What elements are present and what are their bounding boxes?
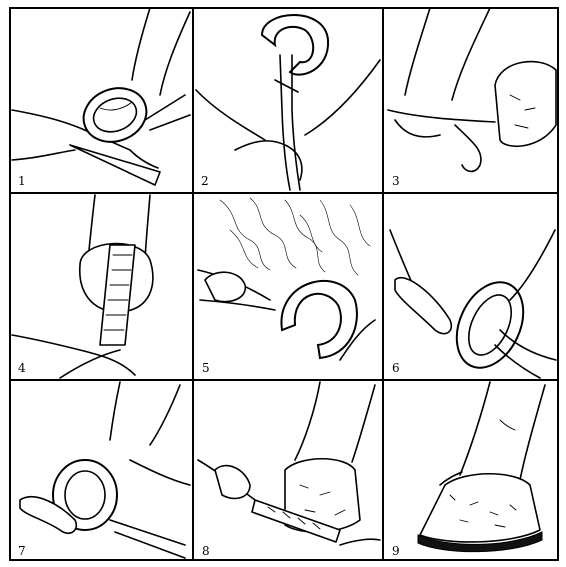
panel-9: 9 <box>383 380 558 560</box>
panel-8-number: 8 <box>202 544 210 558</box>
panel-9-number: 9 <box>392 544 400 558</box>
rasp-sole-icon <box>12 195 153 378</box>
panel-6: 6 <box>383 193 558 380</box>
panel-7: 7 <box>10 380 193 560</box>
nippers-trim-icon <box>388 8 556 171</box>
clinching-hammer-icon <box>20 382 190 558</box>
panel-4: 4 <box>10 193 193 380</box>
panel-4-number: 4 <box>18 361 26 375</box>
panel-5: 5 <box>193 193 383 380</box>
panel-3: 3 <box>383 8 558 193</box>
panel-1-number: 1 <box>18 174 26 188</box>
panel-3-number: 3 <box>392 174 400 188</box>
hoof-shoe-removal-icon <box>12 8 190 185</box>
panel-8: 8 <box>193 380 383 560</box>
panel-5-number: 5 <box>202 361 210 375</box>
panel-2: 2 <box>193 8 383 193</box>
rasp-finish-icon <box>198 382 380 545</box>
panel-2-number: 2 <box>201 174 209 188</box>
hammer-nailing-icon <box>390 230 556 378</box>
shoe-tongs-icon <box>196 15 380 190</box>
hot-shoe-fitting-icon <box>198 198 375 360</box>
panel-7-number: 7 <box>18 544 26 558</box>
finished-hoof-icon <box>418 382 545 552</box>
panel-6-number: 6 <box>392 361 400 375</box>
panel-1: 1 <box>10 8 193 193</box>
